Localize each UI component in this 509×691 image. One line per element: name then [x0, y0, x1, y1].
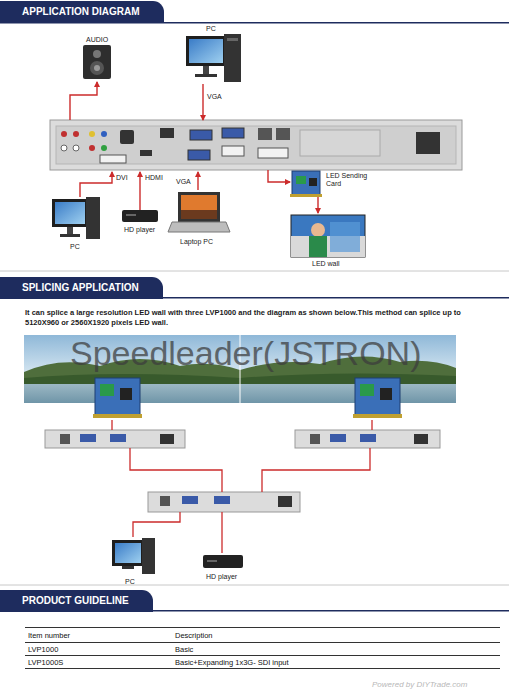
- table-cell: LVP1000S: [28, 658, 63, 667]
- watermark: Powered by DIYTrade.com: [372, 680, 467, 690]
- device-label: LED Sending Card: [326, 172, 378, 188]
- section-heading: APPLICATION DIAGRAM: [22, 6, 140, 17]
- device-label: PC: [206, 25, 216, 33]
- device-label: PC: [70, 243, 80, 251]
- device-label: LED wall: [312, 260, 340, 268]
- section-heading: PRODUCT GUIDELINE: [22, 595, 129, 606]
- signal-name: DVI: [116, 174, 128, 182]
- signal-name: VGA: [176, 178, 191, 186]
- table-cell: Basic: [175, 645, 193, 654]
- signal-name: VGA: [207, 93, 222, 101]
- device-label: HD player: [124, 226, 155, 234]
- device-label: AUDIO: [86, 36, 108, 44]
- section-heading: SPLICING APPLICATION: [22, 282, 139, 293]
- watermark: Speedleader(JSTRON): [70, 334, 421, 372]
- section-band: APPLICATION DIAGRAM: [0, 1, 164, 23]
- signal-name: HDMI: [145, 174, 163, 182]
- table-cell: Item number: [28, 631, 70, 640]
- section-band: PRODUCT GUIDELINE: [0, 590, 153, 612]
- device-label: HD player: [206, 573, 237, 581]
- device-label: Laptop PC: [180, 238, 213, 246]
- intro-text: It can splice a large resolution LED wal…: [25, 308, 490, 328]
- table-cell: Basic+Expanding 1x3G- SDI input: [175, 658, 289, 667]
- section-band: SPLICING APPLICATION: [0, 277, 163, 299]
- device-label: PC: [125, 578, 135, 586]
- table-cell: Description: [175, 631, 213, 640]
- table-cell: LVP1000: [28, 645, 58, 654]
